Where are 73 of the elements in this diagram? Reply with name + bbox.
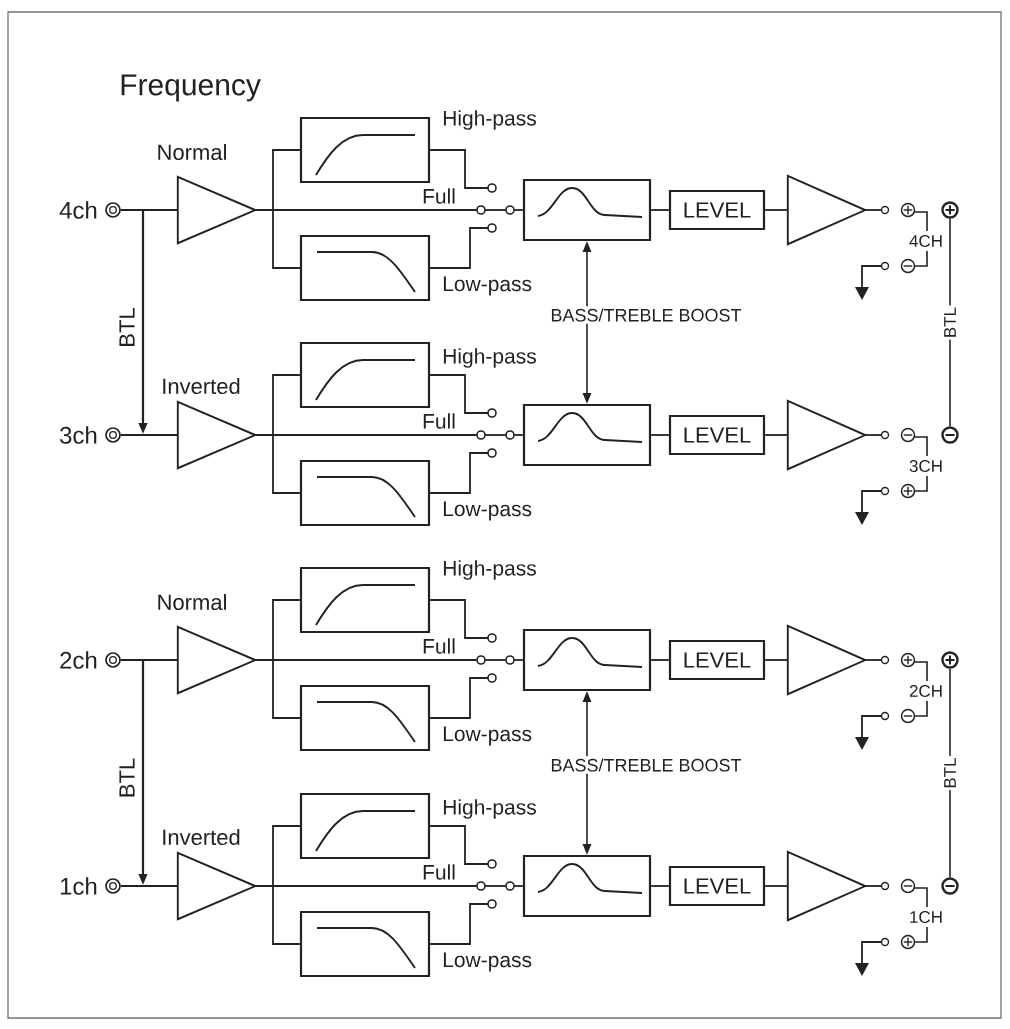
wire <box>429 825 489 865</box>
filter-label: High-pass <box>443 560 536 580</box>
selector-switch <box>476 633 515 683</box>
annotation-text: BASS/TREBLE BOOST <box>551 758 742 772</box>
channel-label: 4CH <box>909 235 942 248</box>
wire <box>429 599 489 639</box>
edge-label: BTL <box>117 756 137 800</box>
selector-switch <box>476 408 515 458</box>
edge-label: BTL <box>117 305 137 350</box>
filter-label: Low-pass <box>443 276 532 296</box>
wire <box>254 434 478 436</box>
amplifier-label: Normal <box>158 593 226 611</box>
wire <box>513 659 524 661</box>
wire <box>513 885 524 887</box>
wire <box>429 903 489 945</box>
filter-label: High-pass <box>443 799 536 819</box>
channel-label: 4ch <box>59 201 97 219</box>
wire <box>429 149 489 189</box>
channel-label: 2CH <box>909 685 942 698</box>
level-box: LEVEL <box>668 189 766 231</box>
amplifier-label: Inverted <box>163 828 240 846</box>
wire <box>650 434 670 436</box>
edge-label: Full <box>420 636 458 656</box>
wire <box>429 452 489 494</box>
plus-terminal <box>941 201 959 219</box>
plus-terminal <box>941 651 959 669</box>
amplifier-label: Inverted <box>163 377 240 395</box>
level-box: LEVEL <box>668 865 766 907</box>
wire <box>764 885 789 887</box>
wire <box>764 434 789 436</box>
amplifier-label: Normal <box>158 143 226 161</box>
wire <box>513 434 524 436</box>
minus-terminal <box>941 426 959 444</box>
wire <box>429 374 489 414</box>
channel-label: 3CH <box>909 460 942 473</box>
wire <box>119 885 179 887</box>
edge-label: Full <box>420 186 458 206</box>
channel-label: 1ch <box>60 877 97 895</box>
wire <box>119 434 179 436</box>
wire <box>764 659 789 661</box>
wire <box>254 885 478 887</box>
edge-label: Full <box>420 862 458 882</box>
annotation-text: BASS/TREBLE BOOST <box>551 308 742 322</box>
level-box: LEVEL <box>668 639 766 681</box>
level-box: LEVEL <box>668 414 766 456</box>
wire <box>650 659 670 661</box>
filter-label: Low-pass <box>443 501 532 521</box>
wire <box>254 659 478 661</box>
edge-label: BTL <box>942 755 958 791</box>
wire <box>650 885 670 887</box>
filter-label: Low-pass <box>443 726 532 746</box>
wire <box>650 209 670 211</box>
channel-label: 2ch <box>60 651 97 669</box>
wire <box>429 677 489 719</box>
wire <box>254 209 478 211</box>
wire <box>429 227 489 269</box>
selector-switch <box>476 183 515 233</box>
title: Frequency <box>121 74 261 102</box>
amplifier-triangle <box>786 174 868 246</box>
selector-switch <box>476 859 515 909</box>
wire <box>764 209 789 211</box>
filter-label: Low-pass <box>443 952 532 972</box>
wire <box>513 209 524 211</box>
edge-label: BTL <box>942 305 958 340</box>
amplifier-triangle <box>786 850 868 922</box>
edge-label: Full <box>420 411 458 431</box>
channel-label: 3ch <box>60 426 97 444</box>
filter-label: High-pass <box>443 348 536 368</box>
channel-label: 1CH <box>910 911 942 924</box>
filter-label: High-pass <box>443 110 536 130</box>
amplifier-triangle <box>786 399 868 471</box>
minus-terminal <box>941 877 959 895</box>
amplifier-triangle <box>786 624 868 696</box>
